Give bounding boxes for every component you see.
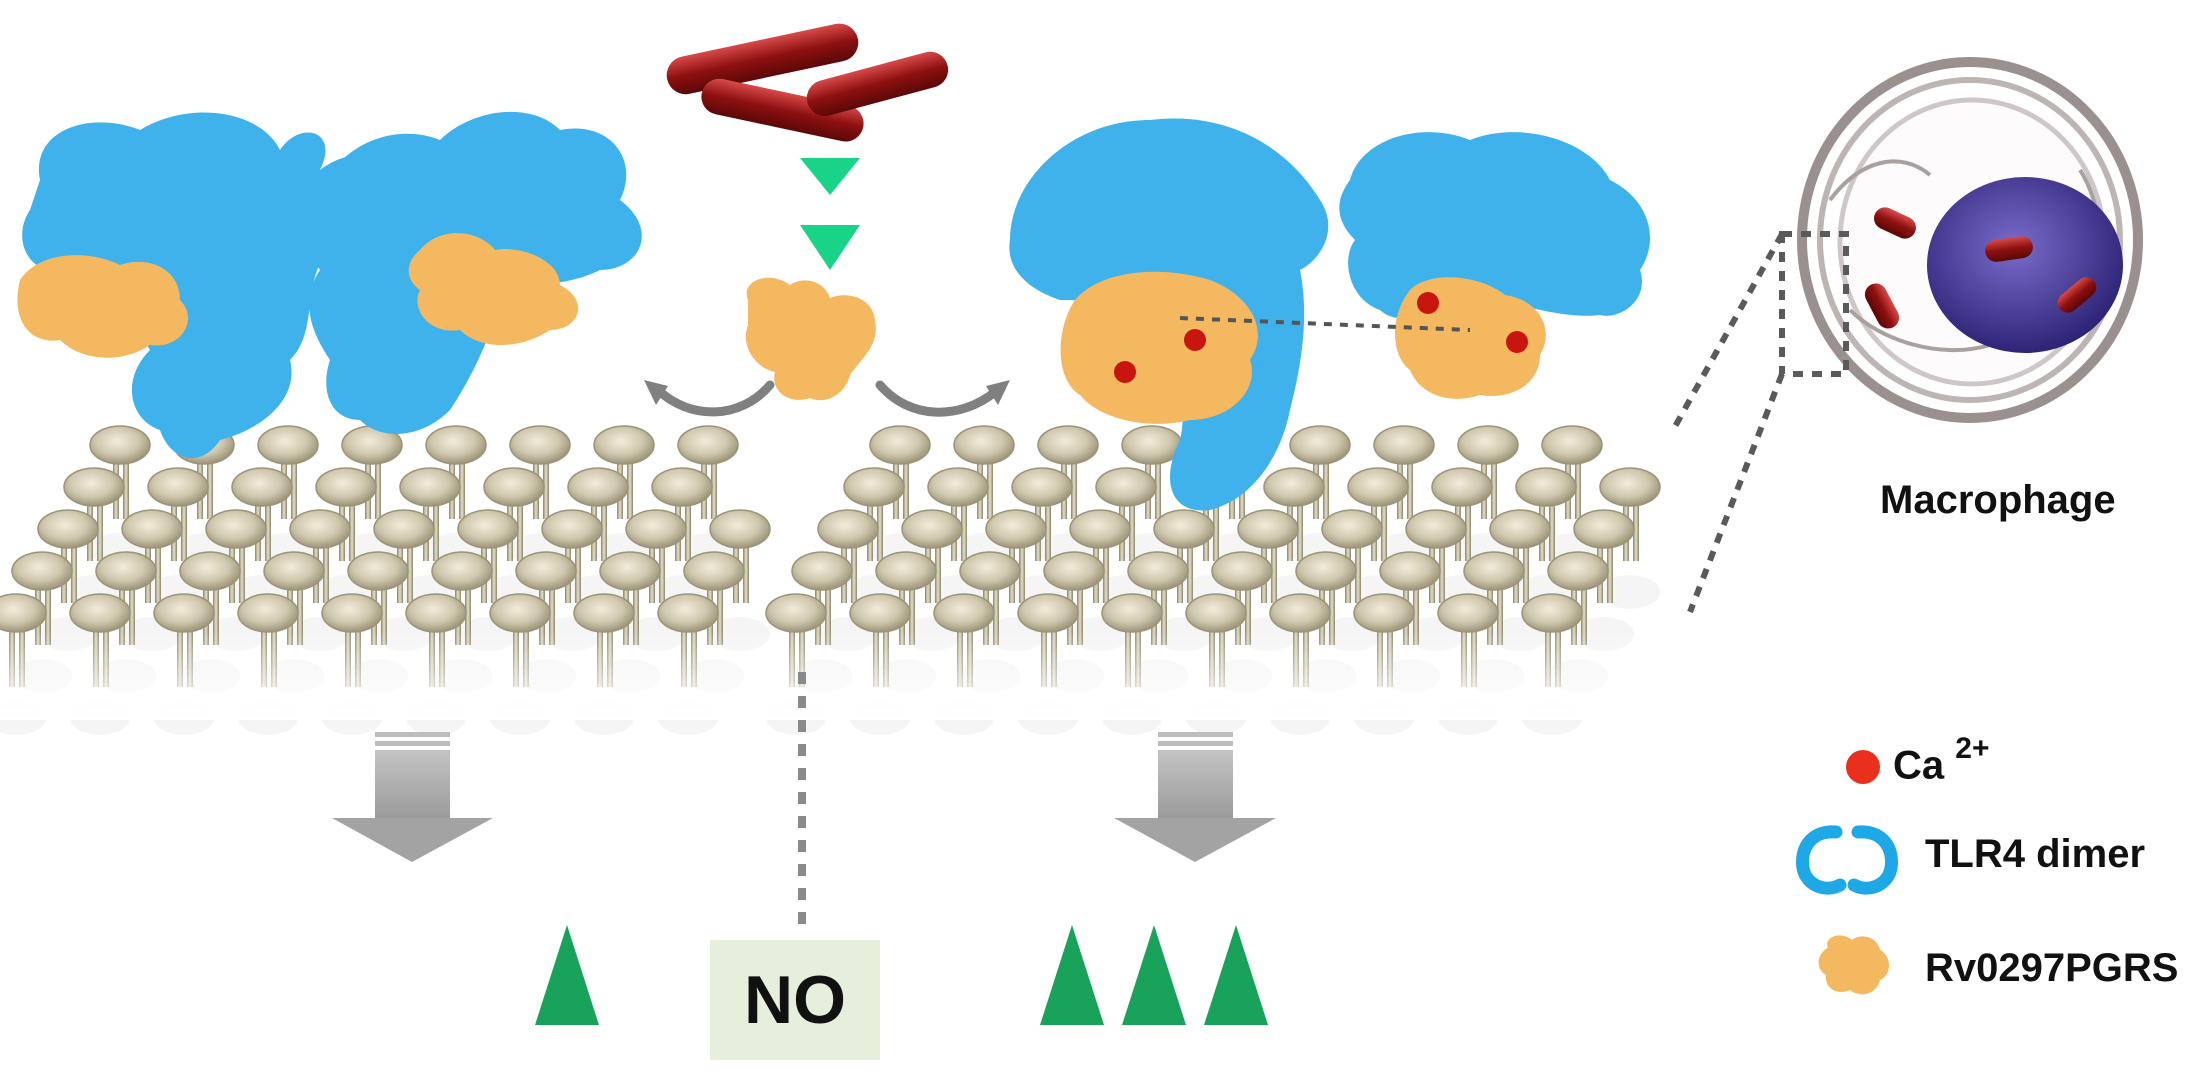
no-box: NO: [710, 940, 880, 1060]
calcium-legend-label: Ca 2+: [1893, 732, 1990, 788]
no-label: NO: [744, 962, 846, 1038]
indicator-triangle-down-1: [800, 158, 860, 195]
tlr4-legend-icon: [1796, 825, 1898, 895]
calcium-legend-icon: [1846, 750, 1880, 784]
indicator-right-1: [1040, 925, 1104, 1025]
rv0297pgrs-protein: [745, 277, 876, 401]
macrophage-cell: [1797, 57, 2143, 423]
no-indicators: [535, 925, 1268, 1025]
right-tlr4-dimer: [1009, 118, 1650, 511]
tlr4-legend-label: TLR4 dimer: [1925, 832, 2146, 876]
macrophage-label: Macrophage: [1880, 478, 2116, 522]
rv0297pgrs-legend-label: Rv0297PGRS: [1925, 946, 2179, 990]
curved-arrows: [653, 380, 1000, 417]
left-tlr4-dimer: [17, 111, 642, 459]
rv0297pgrs-legend-icon: [1818, 935, 1889, 995]
indicator-right-2: [1122, 925, 1186, 1025]
indicator-right-3: [1204, 925, 1268, 1025]
indicator-triangle-down-2: [800, 225, 860, 270]
zoom-lines: [1669, 231, 1849, 614]
indicator-left-1: [535, 925, 599, 1025]
macrophage-nucleus: [1927, 177, 2123, 353]
left-down-arrow: [332, 732, 493, 862]
bacteria-cluster: [666, 23, 949, 142]
right-down-arrow: [1114, 732, 1276, 862]
